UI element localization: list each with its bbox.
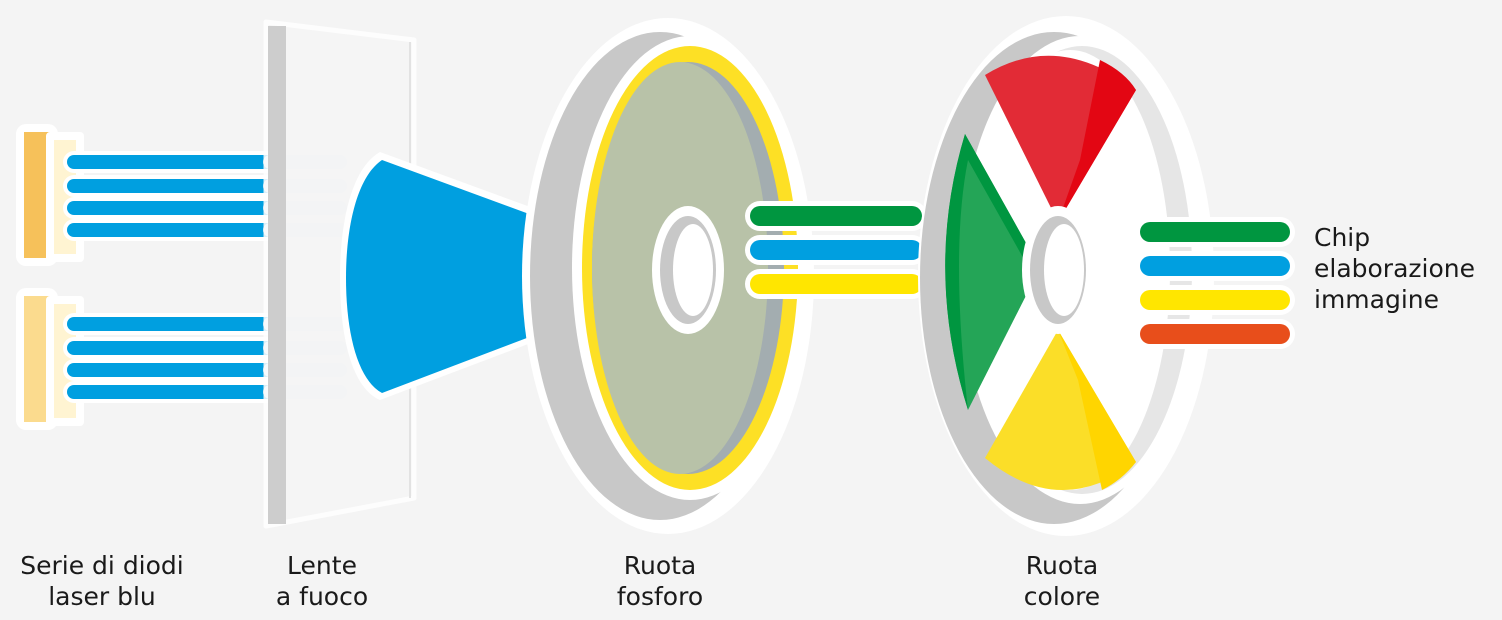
focus-lens-label-line2: a fuoco [275, 582, 369, 611]
focus-lens-label-line1: Lente [287, 551, 357, 580]
chip-label: Chip elaborazione immagine [1314, 222, 1500, 315]
phosphor-wheel-label-line2: fosforo [616, 582, 704, 611]
color-wheel-label: Ruota colore [1002, 550, 1122, 612]
chip-label-line2: elaborazione [1314, 254, 1475, 283]
focused-light-cone [340, 152, 544, 400]
color-wheel-label-line1: Ruota [1025, 551, 1099, 580]
chip-label-line1: Chip [1314, 223, 1371, 252]
laser-array-label: Serie di diodi laser blu [0, 550, 204, 612]
focusing-lens-icon [263, 19, 417, 529]
phosphor-wheel-label: Ruota fosforo [600, 550, 720, 612]
focus-lens-label: Lente a fuoco [262, 550, 382, 612]
laser-array-label-line2: laser blu [48, 582, 156, 611]
chip-input-beams [1135, 217, 1295, 349]
phosphor-wheel-label-line1: Ruota [623, 551, 697, 580]
phosphor-wheel-icon [522, 18, 814, 534]
chip-label-line3: immagine [1314, 285, 1440, 314]
color-wheel-icon [918, 16, 1214, 536]
laser-array-label-line1: Serie di diodi [20, 551, 184, 580]
phosphor-output-beams [745, 201, 927, 299]
color-wheel-label-line2: colore [1023, 582, 1101, 611]
laser-diode-bottom [16, 288, 84, 430]
